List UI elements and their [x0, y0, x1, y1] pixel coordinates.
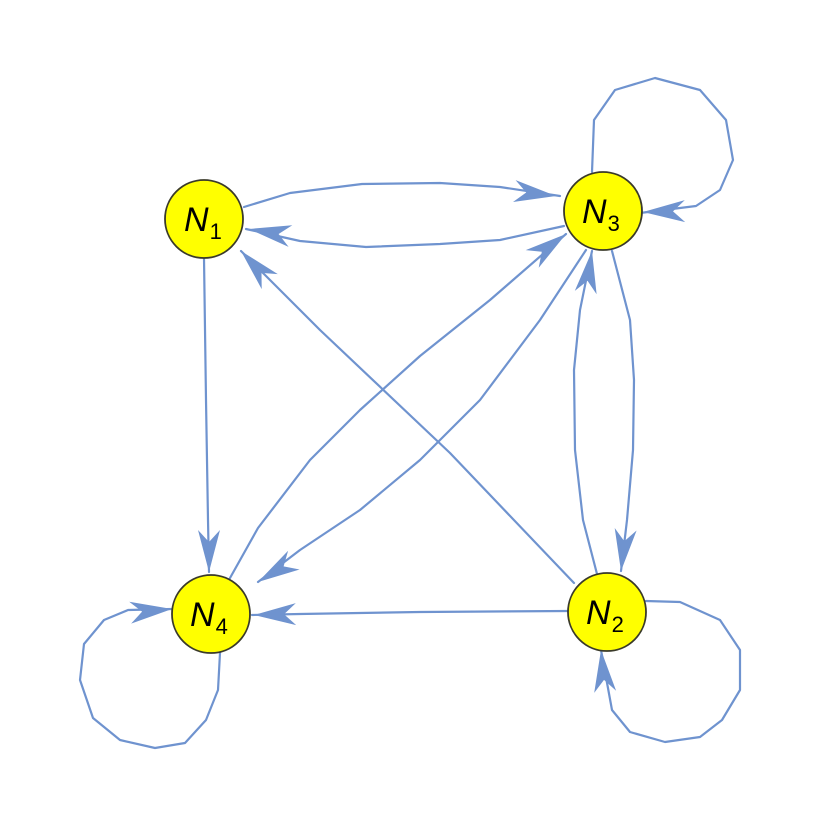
edge-n3-to-n3-line: [590, 76, 735, 215]
edge-n3-to-n1-arrowhead: [249, 225, 293, 247]
edge-n3-to-n3-arrowhead: [643, 200, 686, 223]
node-n4-letter: N: [190, 596, 215, 634]
node-n2-label: N2: [586, 594, 624, 637]
node-n4-circle: [171, 574, 251, 654]
node-n1-subscript: 1: [210, 219, 222, 244]
edge-n3-to-n2-arrowhead: [614, 528, 637, 571]
edge-n3-to-n3: [590, 76, 735, 223]
edge-n3-to-n4: [256, 248, 588, 584]
edge-n1-to-n4: [198, 256, 220, 574]
edge-n2-to-n4-arrowhead: [254, 603, 297, 626]
node-n4-label: N4: [190, 596, 228, 639]
node-n2[interactable]: N2: [567, 572, 647, 652]
edge-n3-to-n2-line: [610, 249, 636, 573]
node-n1-circle: [164, 179, 244, 259]
edge-n3-to-n4-line: [256, 248, 588, 584]
edges-layer: [78, 76, 742, 750]
edge-n1-to-n3-line: [242, 181, 562, 209]
edge-n3-to-n1-line: [244, 224, 566, 249]
node-n3-label: N3: [582, 193, 620, 236]
edge-n2-to-n1-arrowhead: [241, 251, 278, 290]
node-n3-subscript: 3: [608, 211, 620, 236]
edge-n4-to-n3-line: [228, 232, 568, 580]
node-n3-letter: N: [582, 193, 607, 231]
edge-n2-to-n2: [594, 599, 742, 744]
node-n3-circle: [563, 171, 643, 251]
edge-n4-to-n4-line: [78, 607, 222, 750]
edge-n2-to-n2-arrowhead: [594, 650, 617, 693]
edge-n2-to-n3-arrowhead: [574, 251, 597, 295]
edge-n2-to-n1-line: [239, 249, 576, 585]
node-n4-subscript: 4: [216, 614, 228, 639]
edge-n2-to-n3-line: [572, 249, 599, 576]
edge-n2-to-n1: [239, 249, 576, 585]
edge-n4-to-n3-arrowhead: [525, 234, 566, 268]
node-n3[interactable]: N3: [563, 171, 643, 251]
node-n2-subscript: 2: [612, 612, 624, 637]
edge-n1-to-n4-arrowhead: [198, 530, 220, 572]
node-n1-letter: N: [184, 201, 209, 239]
edge-n3-to-n4-arrowhead: [258, 550, 300, 582]
edge-n4-to-n4-arrowhead: [129, 601, 172, 624]
edge-n1-to-n3-arrowhead: [513, 180, 556, 202]
node-n2-letter: N: [586, 594, 611, 632]
node-n2-circle: [567, 572, 647, 652]
nodes-layer: N1 N2 N3 N4: [164, 171, 647, 654]
node-n4[interactable]: N4: [171, 574, 251, 654]
edge-n2-to-n4-line: [250, 609, 571, 617]
edge-n1-to-n3: [242, 180, 562, 209]
node-n1[interactable]: N1: [164, 179, 244, 259]
edge-n4-to-n4: [78, 601, 222, 750]
edge-n2-to-n3: [572, 249, 599, 576]
edge-n1-to-n4-line: [202, 256, 211, 574]
edge-n2-to-n4: [250, 603, 571, 626]
edge-n4-to-n3: [228, 232, 568, 580]
edge-n3-to-n2: [610, 249, 637, 573]
node-n1-label: N1: [184, 201, 222, 244]
edge-n3-to-n1: [244, 224, 566, 249]
edge-n2-to-n2-line: [599, 599, 742, 744]
